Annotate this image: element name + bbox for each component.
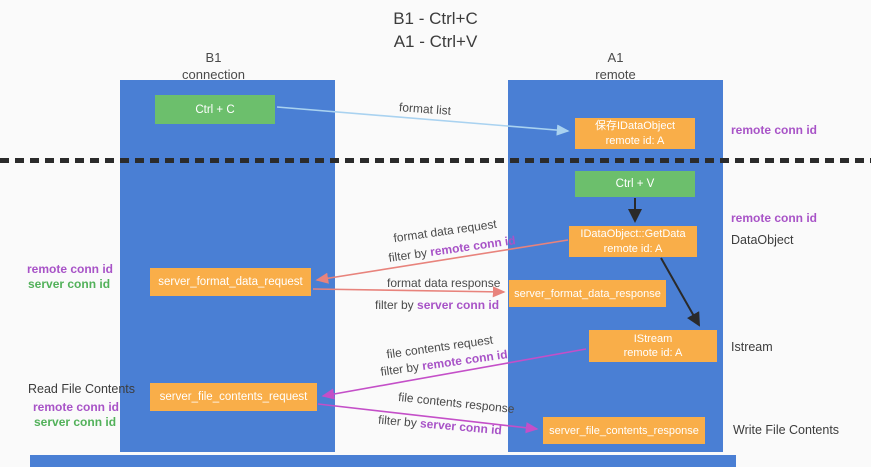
phase-separator-dashed-line [0, 158, 871, 163]
file-contents-request-arrow [321, 348, 587, 400]
right-column-name: A1 [607, 50, 624, 65]
server-conn-id-inline-2: server conn id [417, 298, 500, 312]
idataobject-getdata-node: IDataObject::GetData remote id: A [569, 226, 697, 257]
read-file-contents-label: Read File Contents [28, 382, 136, 396]
ctrl-v-label: Ctrl + V [615, 178, 655, 190]
remote-conn-id-label-right-mid: remote conn id [731, 211, 818, 225]
getdata-line1: IDataObject::GetData [580, 228, 686, 241]
getdata-line2: remote id: A [603, 242, 663, 255]
getdata-to-istream-arrow [660, 257, 700, 327]
server-format-data-request-label: server_format_data_request [158, 276, 303, 288]
format-list-arrow [276, 106, 570, 136]
format-data-response-filter-label: filter by server conn id [375, 298, 499, 312]
server-file-contents-response-label: server_file_contents_response [549, 424, 699, 437]
server-file-contents-request-label: server_file_contents_request [159, 391, 308, 403]
server-conn-id-label-left-top: server conn id [28, 277, 111, 291]
server-format-data-response-label: server_format_data_response [514, 287, 661, 300]
istream-line2: remote id: A [623, 347, 683, 359]
format-data-request-arrow [315, 239, 569, 284]
save-idataobject-node: 保存IDataObject remote id: A [575, 118, 695, 149]
diagram-title: B1 - Ctrl+C A1 - Ctrl+V [0, 8, 871, 54]
filter-by-text-2: filter by [375, 298, 418, 312]
ctrl-c-label: Ctrl + C [195, 103, 235, 116]
remote-conn-id-label-right-top: remote conn id [731, 123, 818, 137]
right-column-role: remote [595, 66, 636, 82]
right-column-header: A1 remote [508, 50, 723, 84]
format-data-response-arrow [312, 286, 506, 298]
bottom-bar [30, 455, 736, 467]
istream-node: IStream remote id: A [589, 330, 717, 362]
istream-line1: IStream [633, 332, 673, 345]
server-file-contents-response-node: server_file_contents_response [543, 417, 705, 444]
title-line-2: A1 - Ctrl+V [393, 31, 478, 51]
server-format-data-response-node: server_format_data_response [509, 280, 666, 307]
istream-side-label: Istream [731, 340, 773, 354]
left-column-role: connection [182, 66, 245, 82]
format-data-response-label: format data response [387, 276, 501, 290]
save-idataobject-line2: remote id: A [605, 134, 665, 147]
write-file-contents-label: Write File Contents [733, 423, 840, 437]
ctrl-v-node: Ctrl + V [575, 171, 695, 197]
remote-conn-id-label-left-bottom: remote conn id [33, 400, 120, 414]
ctrl-c-node: Ctrl + C [155, 95, 275, 124]
server-file-contents-request-node: server_file_contents_request [150, 383, 317, 411]
file-contents-response-arrow [317, 403, 539, 434]
title-line-1: B1 - Ctrl+C [393, 9, 478, 28]
server-conn-id-label-left-bottom: server conn id [34, 415, 117, 429]
server-format-data-request-node: server_format_data_request [150, 268, 311, 296]
dataobject-label: DataObject [731, 233, 794, 247]
left-column-name: B1 [205, 50, 222, 65]
remote-conn-id-label-left-top: remote conn id [27, 262, 114, 276]
save-idataobject-line1: 保存IDataObject [594, 120, 676, 133]
left-column-header: B1 connection [106, 50, 321, 84]
